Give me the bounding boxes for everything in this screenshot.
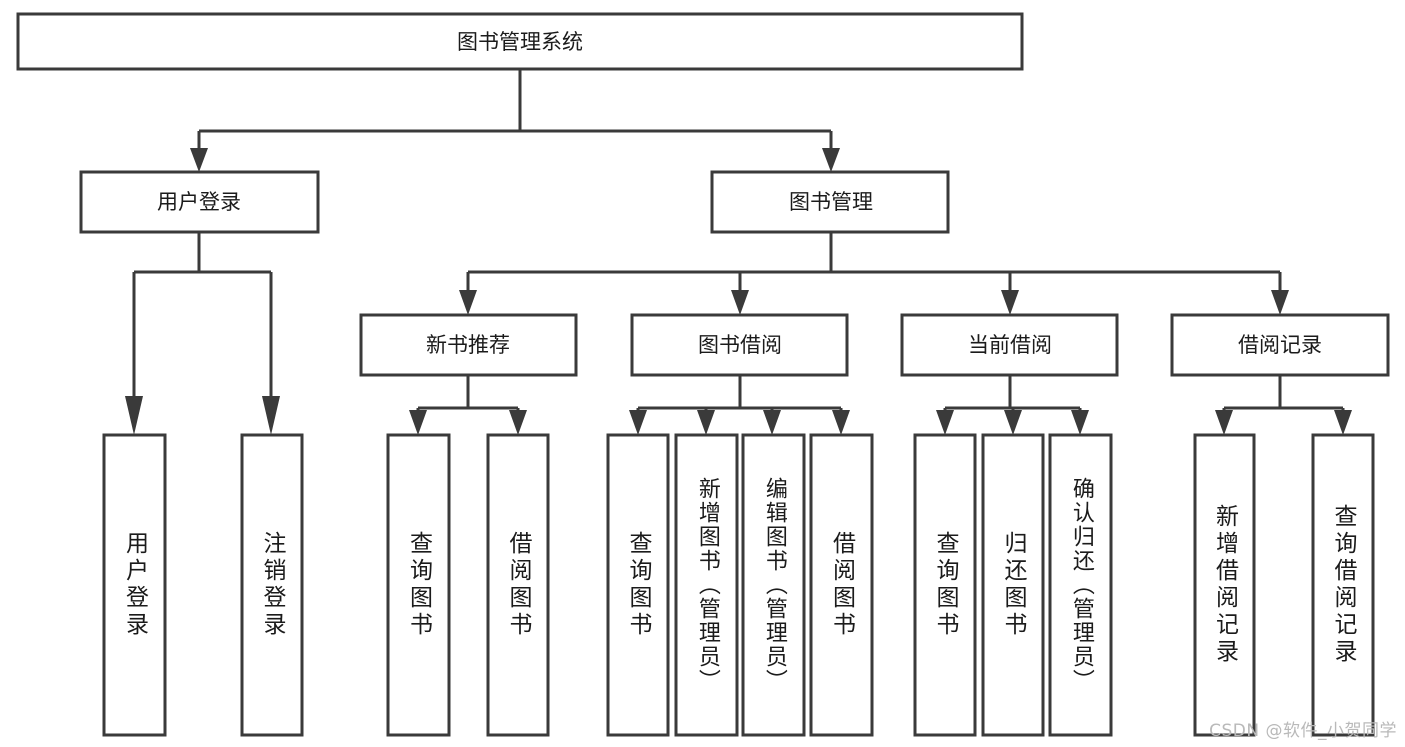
leaf-new-book-0-label: 查询图书 bbox=[405, 531, 432, 639]
leaf-borrow-records-0-box[interactable] bbox=[1193, 433, 1256, 737]
arrow-head-leaf-book-borrow-3 bbox=[832, 410, 850, 435]
node-user-login-label: 用户登录 bbox=[157, 190, 241, 214]
node-root[interactable]: 图书管理系统 bbox=[16, 12, 1024, 71]
leaf-book-borrow-2-label-wrap: 编辑图书（管理员） bbox=[761, 477, 787, 693]
node-book-borrow-label: 图书借阅 bbox=[698, 333, 782, 357]
leaf-new-book-1-label: 借阅图书 bbox=[505, 531, 532, 639]
arrow-head-leaf-current-borrow-1 bbox=[1004, 410, 1022, 435]
leaf-node[interactable]: 查询借阅记录 bbox=[1311, 433, 1375, 737]
leaf-node[interactable]: 编辑图书（管理员） bbox=[741, 433, 806, 737]
arrow-head-book-borrow bbox=[731, 290, 749, 315]
leaf-node[interactable]: 查询图书 bbox=[386, 433, 451, 737]
leaf-book-borrow-1-label-wrap: 新增图书（管理员） bbox=[694, 477, 720, 693]
leaf-node[interactable]: 用户登录 bbox=[102, 433, 167, 737]
leaf-borrow-records-1-label: 查询借阅记录 bbox=[1330, 504, 1357, 666]
leaf-book-borrow-0-box[interactable] bbox=[606, 433, 670, 737]
node-book-management-box[interactable] bbox=[710, 170, 950, 234]
arrow-head-leaf-new-book-1 bbox=[509, 410, 527, 435]
leaf-book-borrow-2-box[interactable] bbox=[741, 433, 806, 737]
leaf-current-borrow-2-box[interactable] bbox=[1048, 433, 1113, 737]
leaf-node[interactable]: 注销登录 bbox=[240, 433, 304, 737]
node-current-borrow-label: 当前借阅 bbox=[968, 333, 1052, 357]
node-root-label: 图书管理系统 bbox=[457, 30, 583, 54]
leaf-current-borrow-0-box[interactable] bbox=[913, 433, 977, 737]
arrow-head-leaf-current-borrow-2 bbox=[1071, 410, 1089, 435]
node-user-login[interactable]: 用户登录 bbox=[79, 170, 320, 234]
leaf-book-borrow-2-label: 编辑图书（管理员） bbox=[761, 477, 787, 693]
node-book-management-label: 图书管理 bbox=[789, 190, 873, 214]
leaf-book-borrow-0-label-wrap: 查询图书 bbox=[625, 531, 652, 639]
leaf-node[interactable]: 查询图书 bbox=[913, 433, 977, 737]
arrow-head-new-book bbox=[459, 290, 477, 315]
arrow-head-leaf-borrow-records-1 bbox=[1334, 410, 1352, 435]
leaf-current-borrow-1-label: 归还图书 bbox=[1000, 531, 1027, 639]
node-book-borrow-box[interactable] bbox=[630, 313, 849, 377]
leaf-new-book-1-box[interactable] bbox=[486, 433, 550, 737]
arrow-head-leaf-book-borrow-2 bbox=[763, 410, 781, 435]
arrow-head-leaf-user-login-0 bbox=[125, 396, 143, 435]
leaf-borrow-records-0-label-wrap: 新增借阅记录 bbox=[1211, 504, 1238, 666]
leaf-book-borrow-1-label: 新增图书（管理员） bbox=[694, 477, 720, 693]
leaf-current-borrow-0-label-wrap: 查询图书 bbox=[932, 531, 959, 639]
leaf-node[interactable]: 新增借阅记录 bbox=[1193, 433, 1256, 737]
leaf-node[interactable]: 归还图书 bbox=[981, 433, 1045, 737]
arrow-head-leaf-user-login-1 bbox=[262, 396, 280, 435]
leaf-current-borrow-1-label-wrap: 归还图书 bbox=[1000, 531, 1027, 639]
node-borrow-records-box[interactable] bbox=[1170, 313, 1390, 377]
node-borrow-records-label: 借阅记录 bbox=[1238, 333, 1322, 357]
arrow-head-current-borrow bbox=[1001, 290, 1019, 315]
leaf-book-borrow-3-box[interactable] bbox=[809, 433, 874, 737]
node-current-borrow[interactable]: 当前借阅 bbox=[900, 313, 1119, 377]
node-new-book-recommend-label: 新书推荐 bbox=[426, 333, 510, 357]
leaf-new-book-1-label-wrap: 借阅图书 bbox=[505, 531, 532, 639]
leaf-new-book-0-label-wrap: 查询图书 bbox=[405, 531, 432, 639]
node-book-borrow[interactable]: 图书借阅 bbox=[630, 313, 849, 377]
arrow-head-leaf-book-borrow-0 bbox=[629, 410, 647, 435]
leaf-book-borrow-3-label: 借阅图书 bbox=[828, 531, 855, 639]
arrow-head-leaf-borrow-records-0 bbox=[1215, 410, 1233, 435]
node-current-borrow-box[interactable] bbox=[900, 313, 1119, 377]
arrow-head-book-mgmt bbox=[822, 148, 840, 172]
leaf-book-borrow-1-box[interactable] bbox=[674, 433, 739, 737]
leaf-node[interactable]: 新增图书（管理员） bbox=[674, 433, 739, 737]
leaf-user-login-1-label: 注销登录 bbox=[259, 531, 286, 639]
arrow-head-leaf-current-borrow-0 bbox=[936, 410, 954, 435]
leaf-user-login-0-label: 用户登录 bbox=[121, 531, 148, 639]
leaf-node[interactable]: 确认归还（管理员） bbox=[1048, 433, 1113, 737]
leaf-current-borrow-2-label-wrap: 确认归还（管理员） bbox=[1068, 477, 1094, 693]
node-book-management[interactable]: 图书管理 bbox=[710, 170, 950, 234]
leaf-current-borrow-0-label: 查询图书 bbox=[932, 531, 959, 639]
connector-layer bbox=[125, 69, 1352, 435]
node-new-book-recommend-box[interactable] bbox=[359, 313, 578, 377]
leaf-user-login-0-label-wrap: 用户登录 bbox=[121, 531, 148, 639]
leaf-current-borrow-2-label: 确认归还（管理员） bbox=[1068, 477, 1094, 693]
leaf-borrow-records-0-label: 新增借阅记录 bbox=[1211, 504, 1238, 666]
node-borrow-records[interactable]: 借阅记录 bbox=[1170, 313, 1390, 377]
leaf-user-login-0-box[interactable] bbox=[102, 433, 167, 737]
leaf-borrow-records-1-box[interactable] bbox=[1311, 433, 1375, 737]
arrow-head-user-login bbox=[190, 148, 208, 172]
leaf-current-borrow-1-box[interactable] bbox=[981, 433, 1045, 737]
leaf-node[interactable]: 借阅图书 bbox=[486, 433, 550, 737]
arrow-head-leaf-book-borrow-1 bbox=[697, 410, 715, 435]
leaf-borrow-records-1-label-wrap: 查询借阅记录 bbox=[1330, 504, 1357, 666]
leaf-book-borrow-3-label-wrap: 借阅图书 bbox=[828, 531, 855, 639]
leaf-user-login-1-box[interactable] bbox=[240, 433, 304, 737]
node-user-login-box[interactable] bbox=[79, 170, 320, 234]
arrow-head-borrow-records bbox=[1271, 290, 1289, 315]
leaf-node[interactable]: 借阅图书 bbox=[809, 433, 874, 737]
arrow-head-leaf-new-book-0 bbox=[409, 410, 427, 435]
leaf-book-borrow-0-label: 查询图书 bbox=[625, 531, 652, 639]
leaf-node[interactable]: 查询图书 bbox=[606, 433, 670, 737]
node-new-book-recommend[interactable]: 新书推荐 bbox=[359, 313, 578, 377]
leaf-user-login-1-label-wrap: 注销登录 bbox=[259, 531, 286, 639]
leaf-new-book-0-box[interactable] bbox=[386, 433, 451, 737]
node-root-box[interactable] bbox=[16, 12, 1024, 71]
